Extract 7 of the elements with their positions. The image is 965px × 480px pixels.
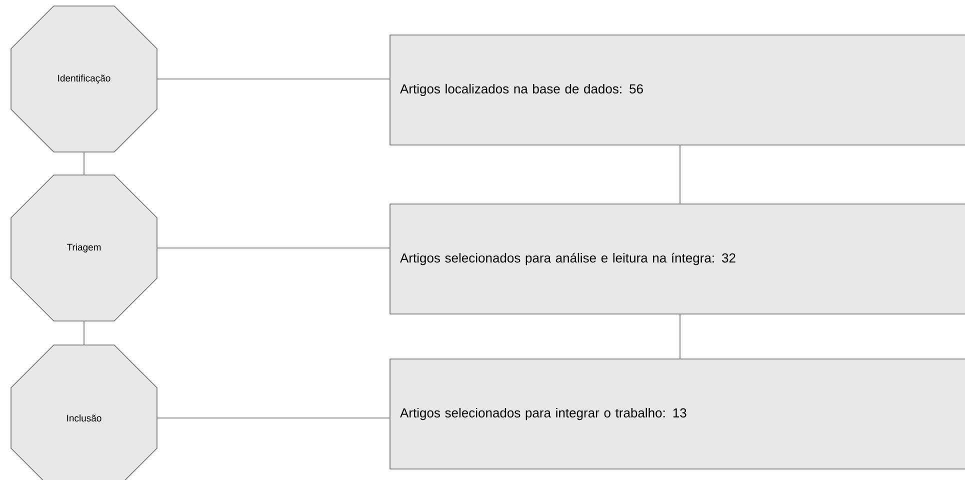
octagon-node: Identificação — [10, 6, 158, 152]
octagon-node: Inclusão — [10, 344, 158, 480]
process-box: Artigos localizados na base de dados: 56 — [390, 34, 965, 146]
process-box: Artigos selecionados para análise e leitura na íntegra: 32 — [390, 204, 965, 314]
octagon-node: Triagem — [10, 174, 158, 322]
process-box: Artigos selecionados para integrar o trabalho: 13 — [390, 358, 965, 470]
connector-line — [157, 78, 390, 80]
